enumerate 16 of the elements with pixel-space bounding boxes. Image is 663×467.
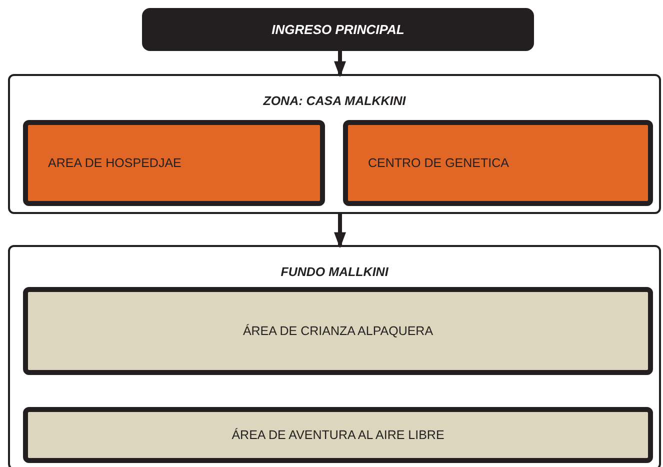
area-box (23, 407, 653, 463)
entrance-box (142, 8, 534, 51)
zone-heading: ZONA: CASA MALKKINI (262, 94, 407, 108)
zone-container (8, 245, 661, 467)
area-box (23, 287, 653, 375)
zone-heading: FUNDO MALLKINI (280, 265, 390, 279)
box-label: INGRESO PRINCIPAL (272, 22, 404, 37)
box-label: ÁREA DE CRIANZA ALPAQUERA (242, 324, 434, 338)
arrow (334, 214, 346, 248)
box-label: CENTRO DE GENETICA (368, 156, 509, 170)
area-box (343, 120, 653, 206)
box-label: AREA DE HOSPEDJAE (48, 156, 182, 170)
box-label: ÁREA DE AVENTURA AL AIRE LIBRE (232, 428, 444, 442)
zone-container (8, 74, 661, 214)
area-box (23, 120, 325, 206)
arrow (334, 51, 346, 78)
